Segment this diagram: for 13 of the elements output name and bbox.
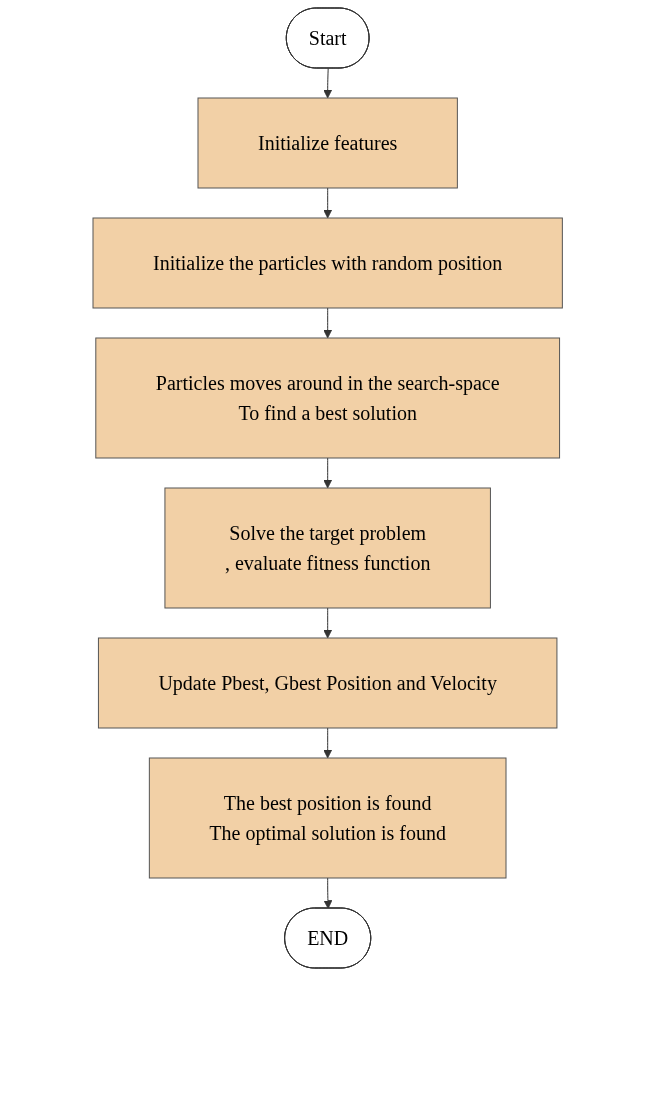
arrow <box>323 307 332 339</box>
node-box: Update Pbest, Gbest Position and Velocity <box>97 637 558 729</box>
arrow <box>323 68 332 99</box>
node-box: Solve the target problem , evaluate fitness function <box>164 487 491 609</box>
arrow <box>323 187 332 219</box>
node-box: Particles moves around in the search-space To find a best solution <box>95 337 560 459</box>
arrow <box>323 877 333 909</box>
node-box: Initialize the particles with random position <box>92 217 563 309</box>
arrow <box>323 727 332 759</box>
arrow <box>323 457 332 489</box>
node-box: The best position is found The optimal solution is found <box>148 757 507 879</box>
arrow <box>323 607 332 639</box>
node-box: Initialize features <box>197 97 458 189</box>
